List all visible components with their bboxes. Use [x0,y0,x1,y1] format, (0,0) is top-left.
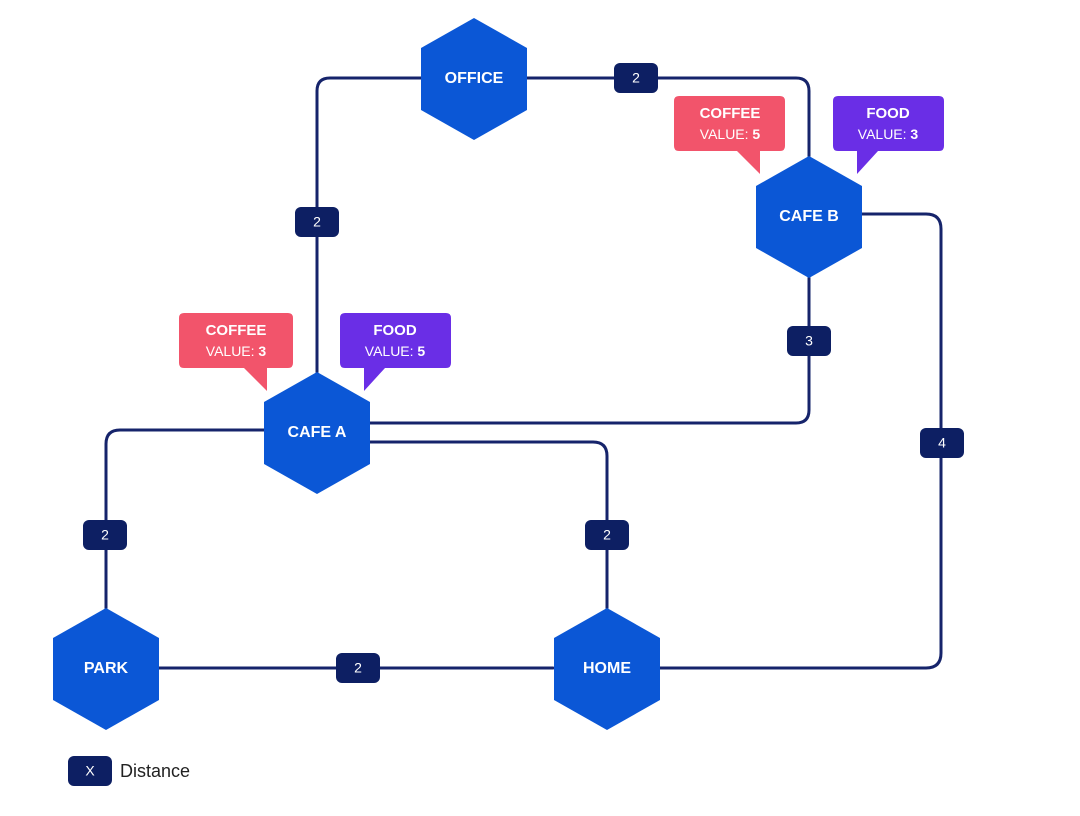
tag-heading: FOOD [866,105,909,122]
badge-box [295,207,339,237]
tag-bubble [833,96,944,174]
node-office[interactable]: OFFICE [421,18,527,140]
tag-cafe-b-food: FOOD VALUE: 3 [833,96,944,174]
edge-cafe-b-cafe-a [368,276,811,425]
badge-box [920,428,964,458]
tag-value-line: VALUE: 5 [365,343,426,359]
badge-value: 2 [313,214,321,230]
tag-value-label: VALUE: [858,126,907,142]
tag-value-label: VALUE: [700,126,749,142]
distance-badge-office-cafe-a: 2 [295,207,339,237]
badge-value: 4 [938,435,946,451]
tag-heading: FOOD [373,322,416,339]
tag-value: 5 [417,343,425,359]
badge-value: 2 [632,70,640,86]
distance-badge-cafe-b-cafe-a: 3 [787,326,831,356]
badge-box [614,63,658,93]
distance-badge-cafe-a-home: 2 [585,520,629,550]
distance-badge-cafe-b-home: 4 [920,428,964,458]
tag-value: 5 [752,126,760,142]
tag-bubble [674,96,785,174]
tag-value-line: VALUE: 3 [206,343,267,359]
badge-box [787,326,831,356]
node-label: PARK [84,660,129,677]
legend: X Distance [68,756,190,786]
badge-box [336,653,380,683]
tag-heading: COFFEE [700,105,761,122]
hexagon-shape [264,372,370,494]
edge-cafe-a-park [104,428,266,610]
edges [104,76,943,670]
node-label: HOME [583,660,631,677]
node-park[interactable]: PARK [53,608,159,730]
edge-cafe-b-home [658,212,943,670]
badge-value: 3 [805,333,813,349]
node-home[interactable]: HOME [554,608,660,730]
badge-box [83,520,127,550]
hexagon-shape [53,608,159,730]
legend-label: Distance [120,761,190,781]
hexagon-shape [554,608,660,730]
tag-bubble [340,313,451,391]
badge-box [585,520,629,550]
legend-symbol: X [85,763,95,779]
node-cafe-a[interactable]: CAFE A [264,372,370,494]
legend-swatch [68,756,112,786]
tag-bubble [179,313,293,391]
hexagon-shape [421,18,527,140]
edge-office-cafe-b [525,76,811,158]
distance-badge-cafe-a-park: 2 [83,520,127,550]
node-cafe-b[interactable]: CAFE B [756,156,862,278]
edge-office-cafe-a [315,76,423,374]
node-label: OFFICE [445,70,504,87]
node-label: CAFE A [288,424,347,441]
edge-cafe-a-home [368,440,609,610]
tag-heading: COFFEE [206,322,267,339]
tag-cafe-a-food: FOOD VALUE: 5 [340,313,451,391]
tag-value: 3 [910,126,918,142]
tag-value-line: VALUE: 3 [858,126,919,142]
badge-value: 2 [354,660,362,676]
tag-value-label: VALUE: [206,343,255,359]
badge-value: 2 [603,527,611,543]
node-label: CAFE B [779,208,839,225]
badge-value: 2 [101,527,109,543]
distance-badge-office-cafe-b: 2 [614,63,658,93]
tag-value-label: VALUE: [365,343,414,359]
tag-cafe-a-coffee: COFFEE VALUE: 3 [179,313,293,391]
hexagon-shape [756,156,862,278]
distance-badge-park-home: 2 [336,653,380,683]
tag-value: 3 [258,343,266,359]
tag-value-line: VALUE: 5 [700,126,761,142]
tag-cafe-b-coffee: COFFEE VALUE: 5 [674,96,785,174]
